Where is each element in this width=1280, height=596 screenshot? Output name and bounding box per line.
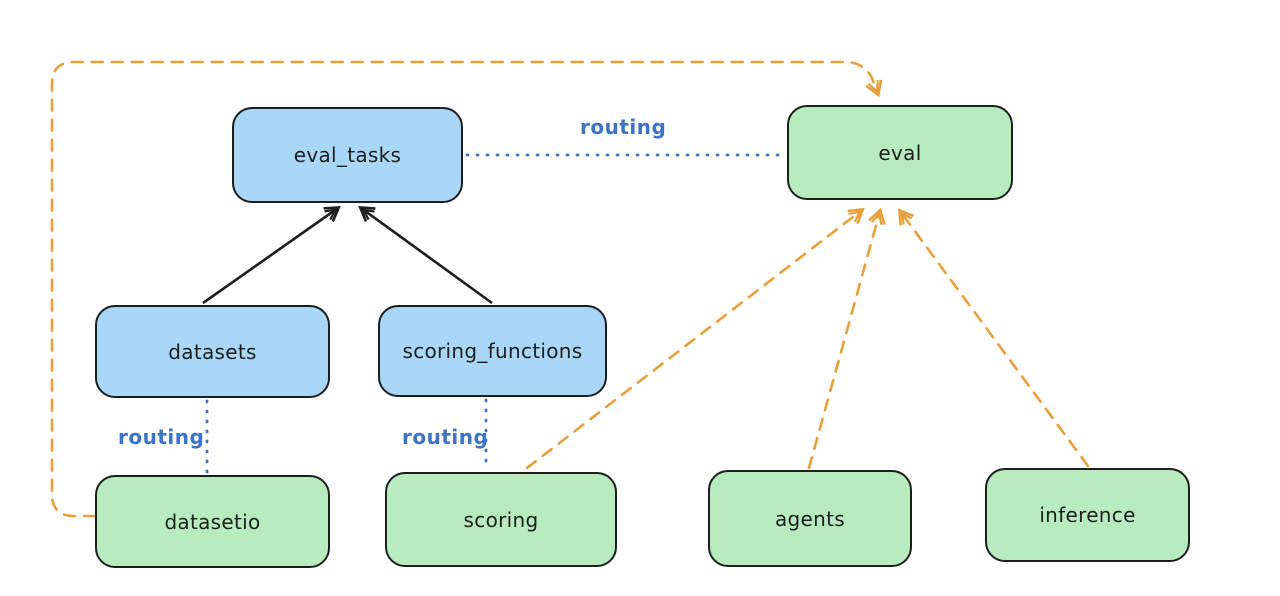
node-eval-tasks: eval_tasks (232, 107, 463, 203)
node-scoring-functions-label: scoring_functions (402, 339, 583, 363)
edge-label-routing-top: routing (580, 115, 667, 139)
node-scoring-functions: scoring_functions (378, 305, 607, 397)
edge-agents-to-eval (807, 207, 886, 470)
node-datasetio: datasetio (95, 475, 330, 568)
node-datasetio-label: datasetio (164, 509, 261, 534)
edge-inference-to-eval (897, 208, 1090, 468)
edge-datasets-to-eval-tasks (202, 205, 341, 305)
node-agents-label: agents (775, 506, 845, 531)
node-eval-tasks-label: eval_tasks (293, 143, 402, 167)
node-scoring: scoring (385, 472, 617, 567)
edge-datasetio-to-eval (50, 60, 883, 518)
edge-scoring-functions-to-eval-tasks (358, 205, 493, 305)
node-inference-label: inference (1039, 503, 1136, 527)
node-scoring-label: scoring (463, 507, 539, 532)
edge-scoring-to-eval (525, 207, 865, 470)
node-eval: eval (787, 105, 1013, 200)
node-agents: agents (708, 470, 912, 567)
edge-label-routing-mid: routing (402, 425, 489, 449)
edge-label-routing-left: routing (118, 425, 205, 449)
node-eval-label: eval (878, 140, 922, 165)
node-datasets-label: datasets (168, 339, 257, 364)
node-inference: inference (985, 468, 1190, 562)
node-datasets: datasets (95, 305, 330, 398)
